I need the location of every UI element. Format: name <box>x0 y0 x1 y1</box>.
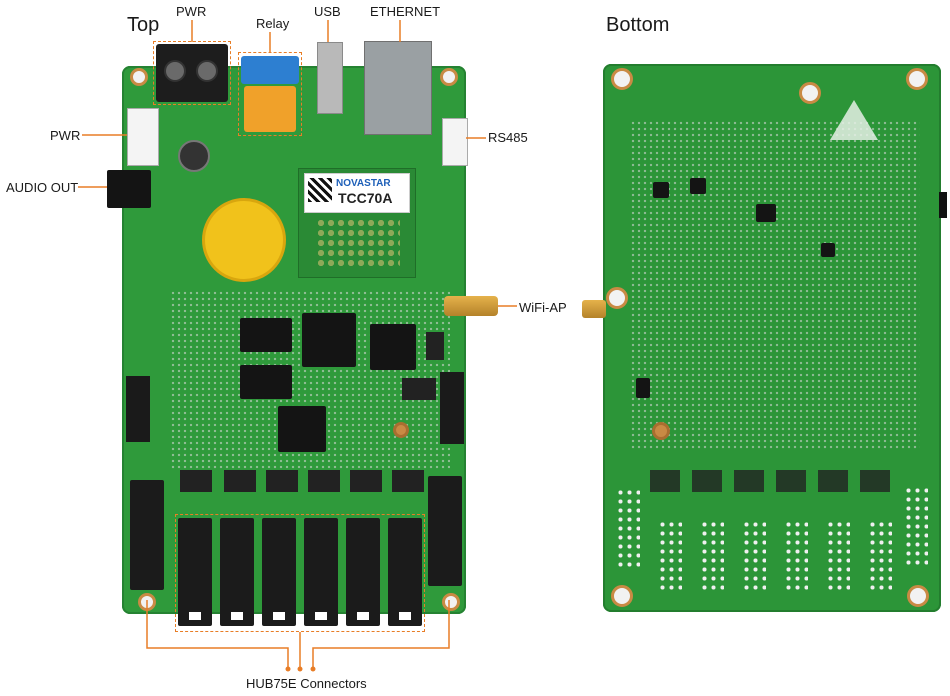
bottom-buffer-4 <box>776 470 806 492</box>
bottom-antenna-stub <box>582 300 606 318</box>
coin-battery <box>202 198 286 282</box>
bottom-mount-hole-top-right <box>906 68 928 90</box>
chip-c <box>370 324 416 370</box>
chip-d <box>240 365 292 399</box>
hub75e-connector-5 <box>346 518 380 626</box>
label-usb: USB <box>314 4 341 19</box>
relay-terminal <box>241 56 299 84</box>
bottom-buffer-6 <box>860 470 890 492</box>
hub75e-connector-side-left <box>130 480 164 590</box>
bottom-pin-row-5 <box>826 520 850 592</box>
qr-code <box>308 178 332 202</box>
relay-body <box>244 86 296 132</box>
wifi-ap-connector <box>444 296 498 316</box>
hub75e-slot-3 <box>273 612 285 620</box>
hub75e-slot-1 <box>189 612 201 620</box>
ethernet-port <box>364 41 432 135</box>
bottom-side-title: Bottom <box>606 14 670 36</box>
chip-f <box>402 378 436 400</box>
label-pwr-terminal: PWR <box>176 4 207 19</box>
leader-dot-right <box>310 666 316 672</box>
module-pads <box>316 218 400 268</box>
usb-port <box>317 42 343 114</box>
hub75e-slot-6 <box>399 612 411 620</box>
hub75e-slot-5 <box>357 612 369 620</box>
label-ethernet: ETHERNET <box>370 4 441 19</box>
label-pwr-connector: PWR <box>50 128 81 143</box>
leader-hub75e-left <box>146 600 289 668</box>
bottom-mount-hole-bottom-left <box>611 585 633 607</box>
buffer-chip-2 <box>224 470 256 492</box>
chip-b <box>302 313 356 367</box>
module-model: TCC70A <box>338 190 393 206</box>
bottom-pin-row-4 <box>784 520 808 592</box>
bottom-mount-hole-mid-right <box>652 422 670 440</box>
leader-dot-middle <box>297 666 303 672</box>
label-rs485: RS485 <box>488 130 528 145</box>
hub75e-connector-2 <box>220 518 254 626</box>
bottom-mount-hole-mid-left <box>606 287 628 309</box>
hub75e-slot-2 <box>231 612 243 620</box>
bottom-chip-3 <box>756 204 776 222</box>
buffer-chip-4 <box>308 470 340 492</box>
leader-hub75e-right <box>312 600 450 668</box>
pwr-screw-right <box>196 60 218 82</box>
audio-jack <box>107 170 151 208</box>
left-pin-header <box>126 376 150 442</box>
bottom-pin-row-2 <box>700 520 724 592</box>
relay-highlight <box>238 52 302 136</box>
hub75e-connector-side-right <box>428 476 462 586</box>
chip-e <box>278 406 326 452</box>
buffer-chip-1 <box>180 470 212 492</box>
hub75e-connector-3 <box>262 518 296 626</box>
bottom-buffer-1 <box>650 470 680 492</box>
label-relay: Relay <box>256 16 290 31</box>
mount-hole-bottom-right <box>442 593 460 611</box>
chip-g <box>426 332 444 360</box>
bottom-chip-2 <box>690 178 706 194</box>
mount-hole-top-left <box>130 68 148 86</box>
module-brand: NOVASTAR <box>336 178 391 189</box>
bottom-pin-row-left <box>616 488 640 568</box>
buffer-chip-6 <box>392 470 424 492</box>
mount-hole-middle <box>393 422 409 438</box>
bottom-buffer-3 <box>734 470 764 492</box>
bottom-pin-row-1 <box>658 520 682 592</box>
bottom-pin-row-3 <box>742 520 766 592</box>
bottom-chip-1 <box>653 182 669 198</box>
mount-hole-top-right <box>440 68 458 86</box>
buffer-chip-3 <box>266 470 298 492</box>
top-side-title: Top <box>127 14 160 36</box>
bottom-mount-hole-bottom-right <box>907 585 929 607</box>
bottom-board-components <box>630 120 920 450</box>
leader-dot-left <box>285 666 291 672</box>
pwr-connector <box>127 108 159 166</box>
bottom-buffer-5 <box>818 470 848 492</box>
hub75e-connector-6 <box>388 518 422 626</box>
label-hub75e: HUB75E Connectors <box>246 676 367 691</box>
bottom-pin-row-6 <box>868 520 892 592</box>
hub75e-slot-4 <box>315 612 327 620</box>
hub75e-connector-1 <box>178 518 212 626</box>
bottom-chip-5 <box>636 378 650 398</box>
bottom-audio-stub <box>939 192 947 218</box>
buffer-chip-5 <box>350 470 382 492</box>
rs485-connector <box>442 118 468 166</box>
bottom-mount-hole-top-left <box>611 68 633 90</box>
capacitor <box>178 140 210 172</box>
hub75e-highlight <box>175 514 425 632</box>
bottom-buffer-2 <box>692 470 722 492</box>
right-pin-header <box>440 372 464 444</box>
label-audio-out: AUDIO OUT <box>6 180 79 195</box>
chip-a <box>240 318 292 352</box>
bottom-chip-4 <box>821 243 835 257</box>
hub75e-connector-4 <box>304 518 338 626</box>
bottom-mount-hole-upper-right <box>799 82 821 104</box>
bottom-pin-row-right <box>904 486 928 566</box>
pwr-screw-left <box>164 60 186 82</box>
label-wifi-ap: WiFi-AP <box>519 300 567 315</box>
